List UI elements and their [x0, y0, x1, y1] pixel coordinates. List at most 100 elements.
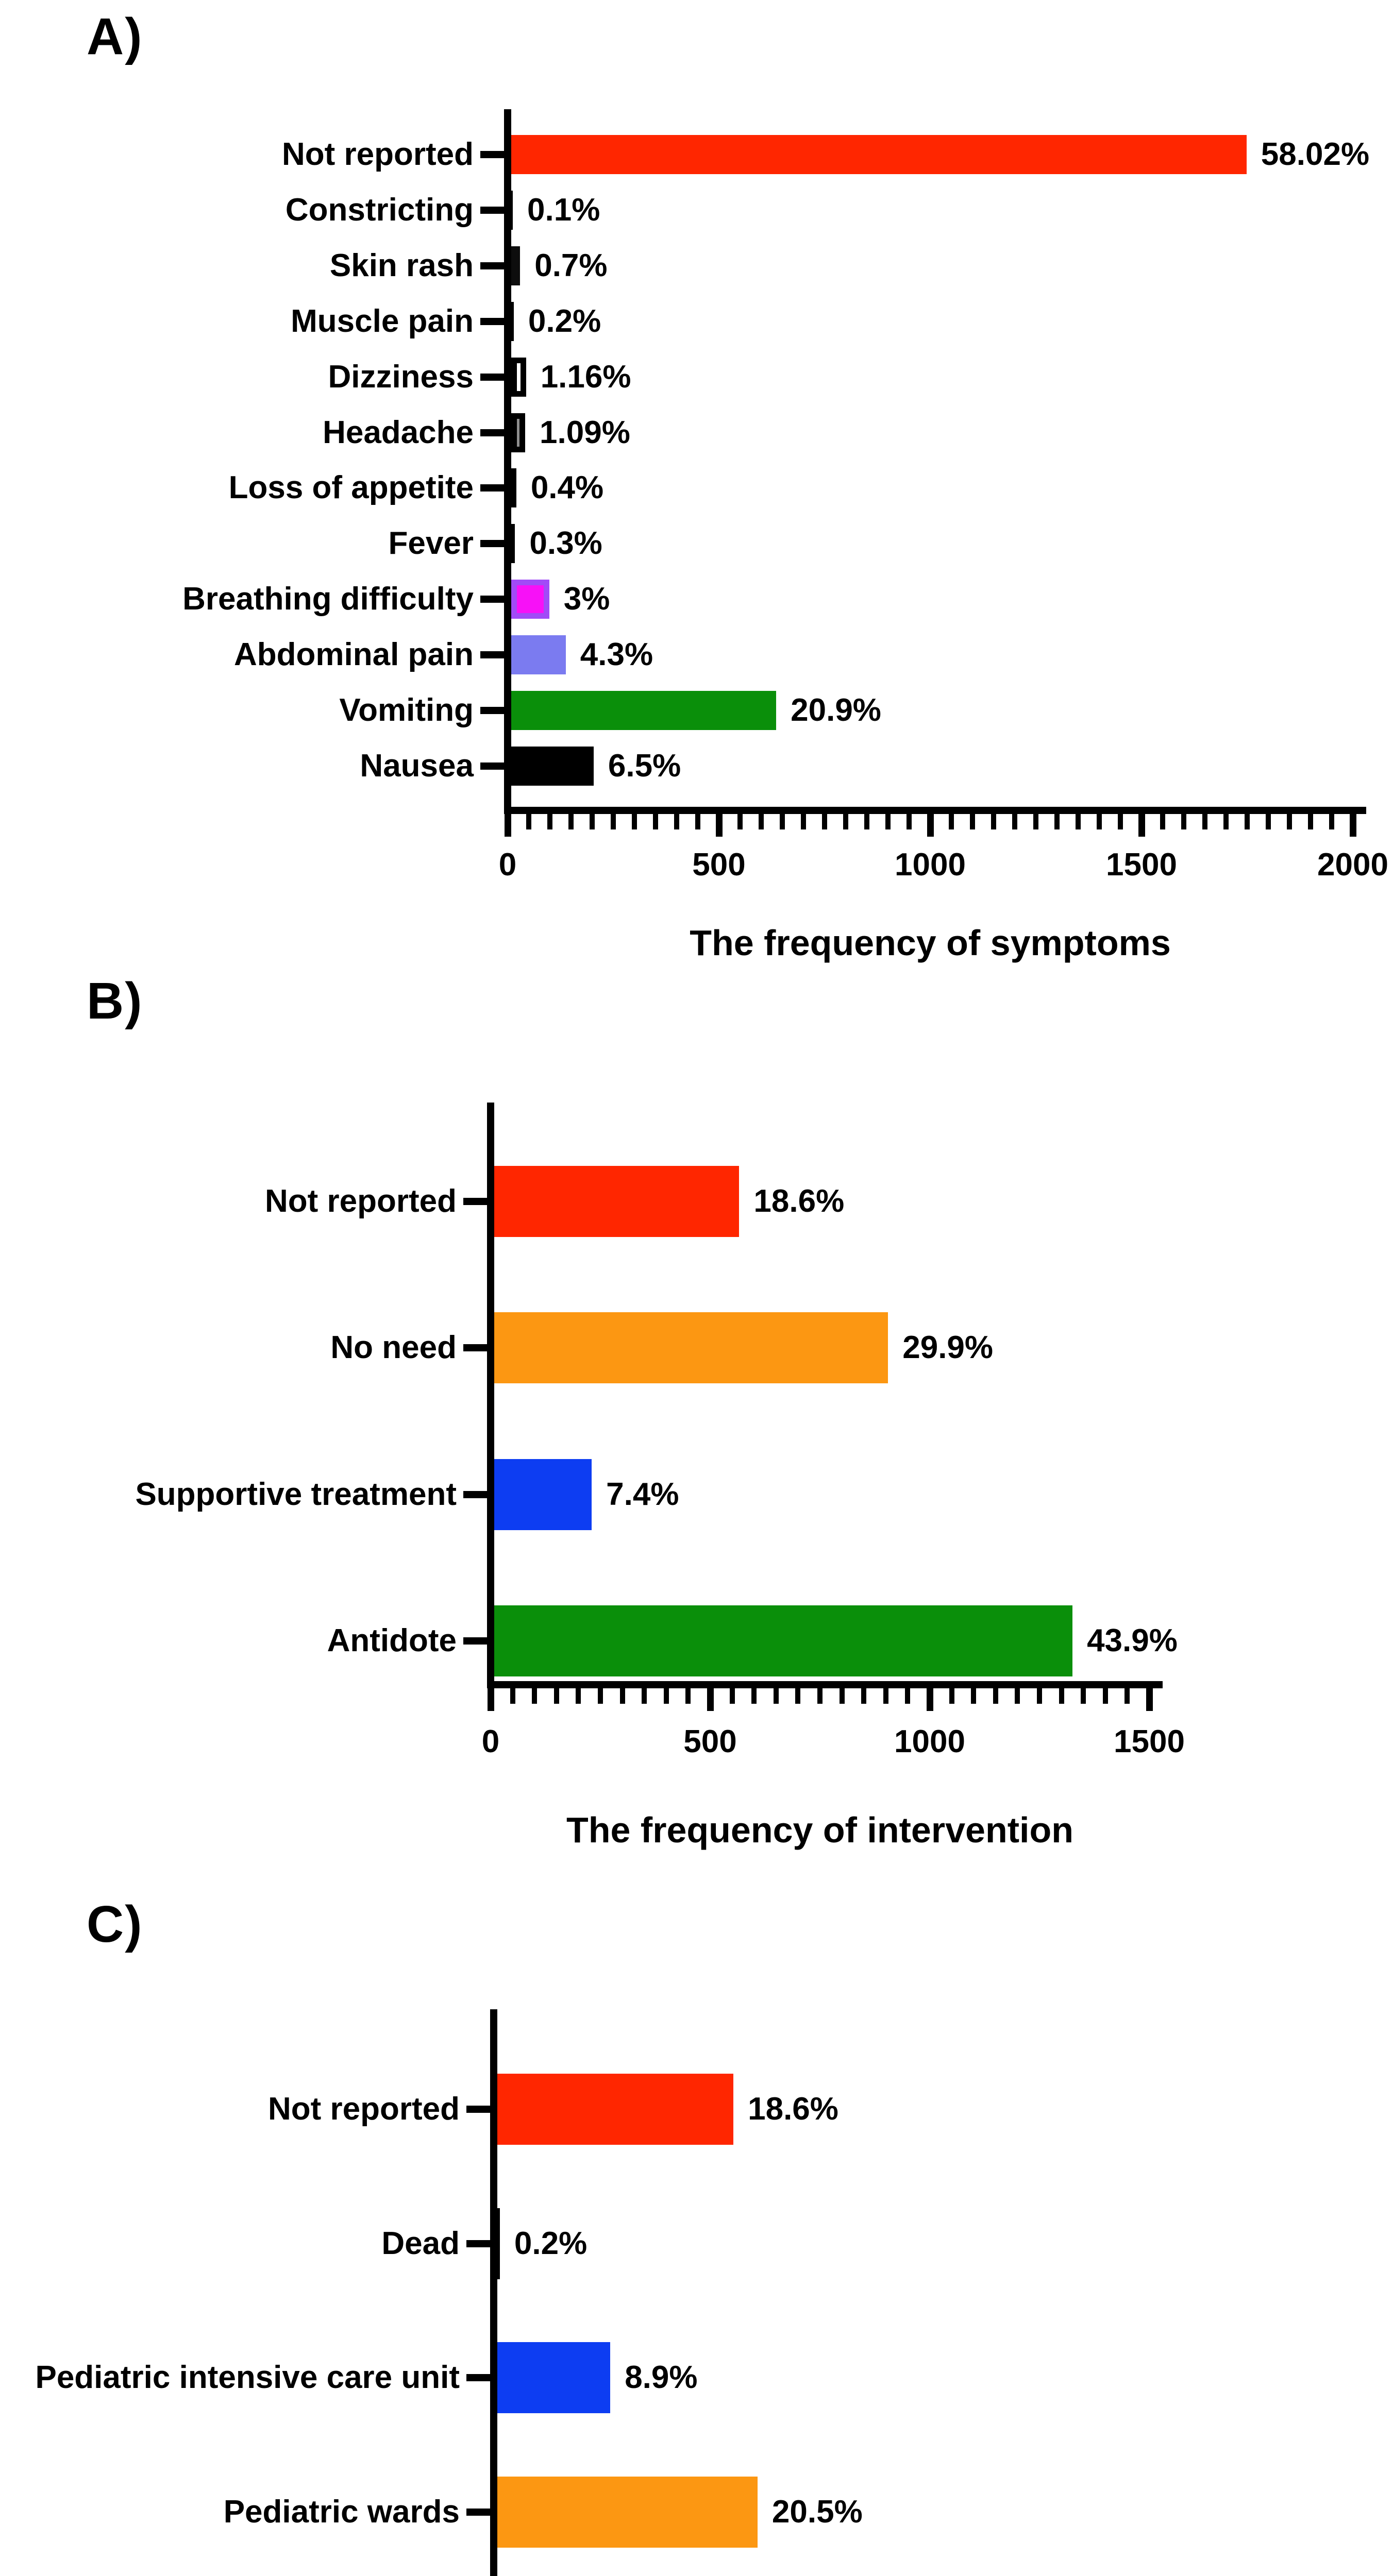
x-minor-tick — [653, 814, 658, 829]
x-minor-tick — [576, 1688, 581, 1704]
x-minor-tick — [553, 1688, 559, 1704]
bar — [494, 1312, 888, 1384]
category-tick — [480, 596, 504, 603]
x-major-tick — [927, 814, 934, 837]
bar-value-label: 0.2% — [528, 303, 601, 339]
category-label: Not reported — [282, 137, 474, 172]
bar-value-label: 6.5% — [608, 748, 681, 784]
category-tick — [480, 151, 504, 158]
x-minor-tick — [685, 1688, 691, 1704]
bar — [497, 2476, 758, 2548]
x-minor-tick — [1076, 814, 1081, 829]
x-tick-label: 0 — [498, 847, 517, 883]
x-minor-tick — [843, 814, 848, 829]
category-label: Abdominal pain — [234, 637, 474, 673]
x-minor-tick — [1245, 814, 1250, 829]
category-label: Breathing difficulty — [182, 581, 474, 617]
bar — [497, 2342, 611, 2413]
bar-value-label: 0.2% — [514, 2225, 588, 2261]
bar — [494, 1459, 592, 1530]
x-minor-tick — [1012, 814, 1017, 829]
category-label: Dizziness — [328, 359, 474, 395]
x-minor-tick — [801, 814, 806, 829]
x-minor-tick — [1223, 814, 1229, 829]
bar — [511, 746, 594, 786]
bar-value-label: 1.09% — [540, 414, 630, 450]
category-label: Pediatric wards — [223, 2494, 460, 2530]
category-label: Dead — [381, 2225, 460, 2261]
category-tick — [480, 707, 504, 714]
category-tick — [480, 484, 504, 492]
bar-value-label: 4.3% — [580, 637, 653, 673]
category-tick — [466, 2374, 490, 2381]
category-label: Pediatric intensive care unit — [35, 2360, 460, 2395]
category-tick — [480, 317, 504, 325]
x-minor-tick — [526, 814, 531, 829]
bar-value-label: 0.7% — [534, 247, 608, 283]
x-minor-tick — [674, 814, 679, 829]
x-minor-tick — [885, 814, 891, 829]
category-label: Not reported — [265, 1183, 457, 1219]
x-major-tick — [707, 1688, 714, 1711]
x-tick-label: 500 — [692, 847, 746, 883]
x-minor-tick — [839, 1688, 845, 1704]
x-minor-tick — [883, 1688, 888, 1704]
bar — [497, 2208, 500, 2279]
x-minor-tick — [759, 814, 764, 829]
x-minor-tick — [1015, 1688, 1020, 1704]
x-minor-tick — [729, 1688, 735, 1704]
bar — [511, 468, 516, 508]
x-minor-tick — [949, 814, 954, 829]
x-tick-label: 0 — [481, 1724, 500, 1759]
x-minor-tick — [780, 814, 785, 829]
x-minor-tick — [991, 814, 996, 829]
bar — [494, 1605, 1073, 1676]
bar — [511, 301, 514, 341]
x-minor-tick — [907, 814, 912, 829]
bar — [511, 635, 566, 675]
bar-value-label: 8.9% — [625, 2360, 698, 2395]
category-tick — [480, 429, 504, 436]
x-minor-tick — [737, 814, 743, 829]
x-minor-tick — [663, 1688, 669, 1704]
bar-value-label: 3% — [563, 581, 610, 617]
bar — [511, 135, 1247, 174]
x-minor-tick — [1329, 814, 1334, 829]
category-tick — [463, 1198, 487, 1205]
x-minor-tick — [970, 814, 975, 829]
x-minor-tick — [905, 1688, 911, 1704]
category-tick — [463, 1490, 487, 1498]
category-label: Antidote — [327, 1622, 457, 1658]
bar — [511, 190, 513, 230]
x-minor-tick — [547, 814, 552, 829]
x-minor-tick — [861, 1688, 867, 1704]
x-minor-tick — [1266, 814, 1271, 829]
x-tick-label: 1500 — [1106, 847, 1177, 883]
x-minor-tick — [971, 1688, 977, 1704]
x-tick-label: 1000 — [894, 1724, 965, 1759]
x-tick-label: 1500 — [1114, 1724, 1185, 1759]
bar-value-label: 0.1% — [527, 192, 600, 228]
x-minor-tick — [949, 1688, 954, 1704]
x-minor-tick — [1059, 1688, 1064, 1704]
x-minor-tick — [864, 814, 869, 829]
category-tick — [480, 262, 504, 269]
bar-value-label: 7.4% — [606, 1476, 679, 1512]
x-minor-tick — [611, 814, 616, 829]
category-tick — [480, 206, 504, 214]
bar — [511, 580, 549, 619]
category-label: Skin rash — [329, 247, 474, 283]
x-minor-tick — [598, 1688, 603, 1704]
x-minor-tick — [993, 1688, 998, 1704]
y-axis-line — [504, 109, 511, 814]
category-tick — [480, 762, 504, 770]
x-minor-tick — [817, 1688, 823, 1704]
x-minor-tick — [568, 814, 574, 829]
x-major-tick — [1349, 814, 1356, 837]
panel-a-label: A) — [87, 8, 143, 65]
bar-value-label: 0.3% — [529, 526, 602, 562]
category-tick — [480, 651, 504, 659]
x-minor-tick — [695, 814, 700, 829]
category-tick — [463, 1344, 487, 1352]
